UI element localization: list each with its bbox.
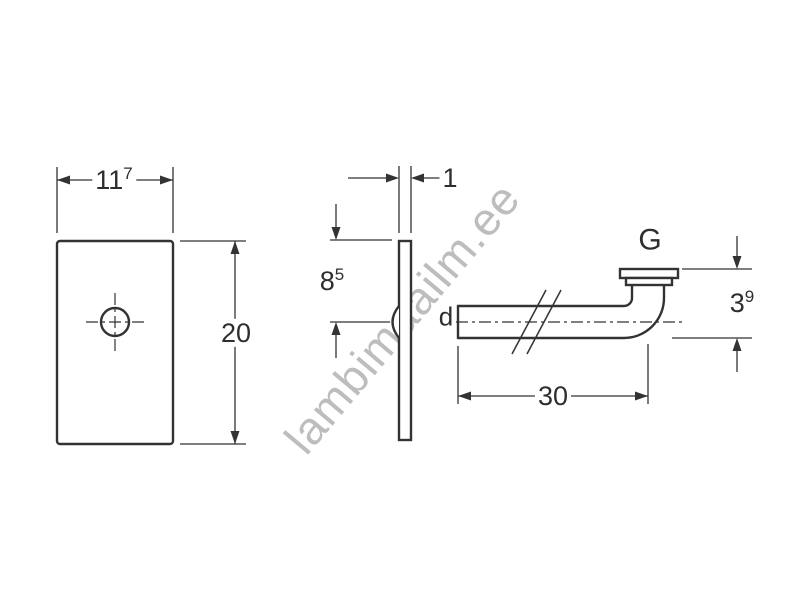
- side-plate-dimensions: [330, 166, 440, 358]
- pipe-break-mark: [511, 289, 547, 355]
- arrowhead-up: [230, 241, 240, 254]
- dim-plate-thickness: 1: [439, 164, 461, 193]
- label-pipe-diameter: d: [435, 303, 457, 331]
- arrowhead-left: [458, 391, 471, 401]
- pipe-dimensions: [457, 236, 752, 404]
- dim-top-to-axis: 85: [316, 266, 348, 296]
- side-plate-view: [391, 239, 413, 442]
- arrowhead-down: [230, 431, 240, 444]
- pipe-grommet-bump: [391, 305, 400, 339]
- pipe-top-wall: [456, 283, 634, 308]
- union-nut-flange: [618, 267, 680, 280]
- pipe-bottom-wall: [456, 283, 666, 340]
- arrowhead-right: [386, 173, 399, 183]
- mounting-hole: [99, 306, 131, 338]
- dim-plate-height: 20: [217, 319, 255, 348]
- arrowhead-down: [732, 256, 742, 269]
- dim-plate-width: 117: [92, 165, 136, 195]
- dim-connector-height: 39: [726, 288, 758, 318]
- arrowhead-right: [635, 391, 648, 401]
- label-thread: G: [635, 224, 665, 256]
- arrowhead-down: [331, 227, 341, 240]
- plate-side-outline: [397, 239, 413, 442]
- dim-pipe-length: 30: [534, 382, 572, 411]
- arrowhead-right: [160, 175, 173, 185]
- arrowhead-left: [57, 175, 70, 185]
- union-nut-body: [624, 276, 674, 287]
- pipe-view: [456, 267, 686, 355]
- front-plate-view: [55, 239, 175, 446]
- arrowhead-up: [732, 338, 742, 351]
- pipe-break-mark: [526, 289, 562, 355]
- arrowhead-up: [331, 322, 341, 335]
- arrowhead-left: [411, 173, 424, 183]
